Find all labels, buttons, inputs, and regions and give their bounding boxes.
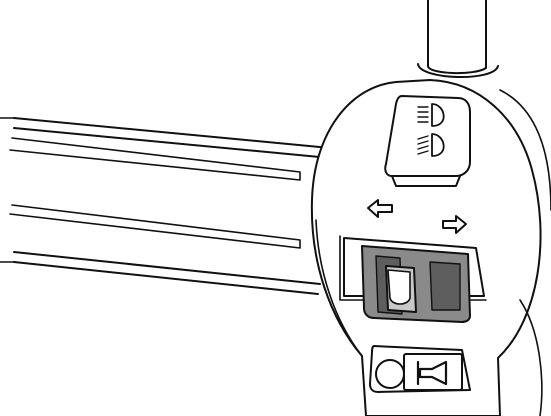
housing-contour [315, 219, 363, 357]
headlight-high-beam-icon [417, 103, 445, 127]
headlight-low-beam-icon [417, 133, 445, 157]
light-switch [384, 95, 471, 187]
mirror-stem [417, 0, 499, 79]
horn-switch [369, 345, 471, 393]
horn-button-left [375, 359, 405, 389]
arrow-right-outline-icon [442, 215, 467, 234]
housing-side [499, 89, 551, 416]
arrow-left-outline-icon [367, 199, 393, 218]
horn-button-face [403, 353, 463, 391]
turn-signal-switch [361, 245, 471, 323]
switch-housing [310, 79, 542, 416]
horn-icon [416, 360, 448, 386]
handlebar-grip [0, 117, 331, 295]
